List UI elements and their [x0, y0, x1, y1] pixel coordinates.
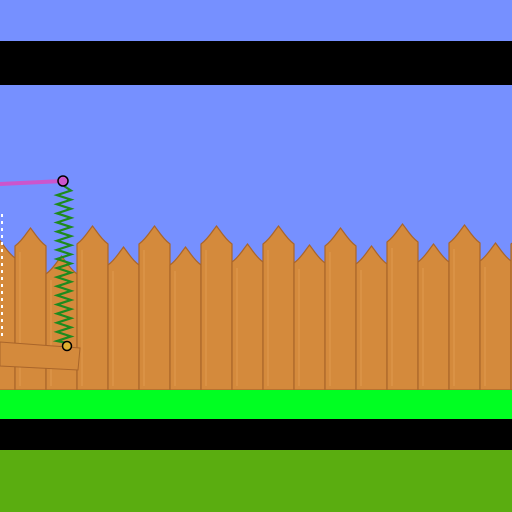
fence-plank [262, 225, 295, 391]
fence-plank [76, 225, 109, 391]
left-wooden-crossbeam [0, 341, 81, 371]
wooden-fence [0, 223, 512, 391]
fence-plank [231, 243, 264, 391]
fence-plank [138, 225, 171, 391]
fence-plank [386, 223, 419, 391]
fence-plank [448, 224, 481, 391]
fence-plank [200, 225, 233, 391]
fence-plank [107, 246, 140, 391]
fence-plank [417, 243, 450, 391]
bright-grass-strip [0, 390, 512, 419]
fence-plank [479, 242, 512, 391]
fence-plank [324, 227, 357, 391]
dark-grass-ground [0, 450, 512, 512]
pivot-joint-icon[interactable] [61, 340, 73, 352]
coil-spring-icon [52, 185, 75, 345]
spring-coil [52, 185, 75, 345]
fence-plank [355, 245, 388, 391]
top-black-bar [0, 41, 512, 85]
fence-plank [293, 244, 326, 391]
bottom-black-bar [0, 419, 512, 450]
pivot-joint-icon[interactable] [57, 175, 69, 187]
pink-rod[interactable] [0, 179, 65, 186]
fence-plank [169, 246, 202, 391]
